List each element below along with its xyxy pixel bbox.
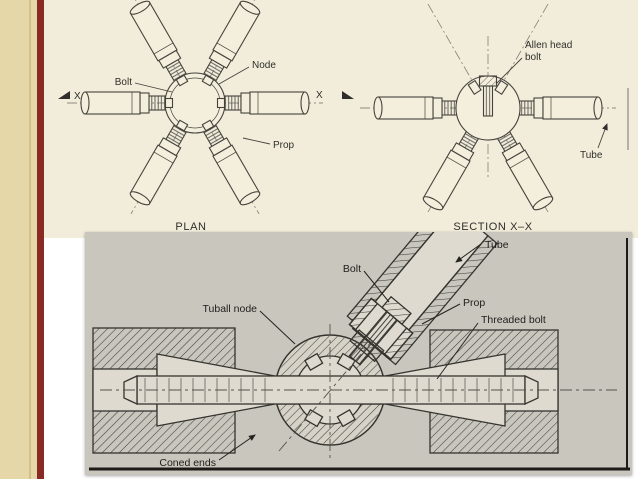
tuball-node-drawing: Tube Bolt Tuball node Prop Threaded bolt… <box>89 232 630 471</box>
detail-threaded-bolt-label: Threaded bolt <box>481 314 546 326</box>
plan-view <box>67 0 323 215</box>
plan-x-left-label: X <box>74 91 81 102</box>
detail-tube-label: Tube <box>485 239 509 251</box>
plan-node-circle <box>164 72 226 134</box>
plan-node-leader <box>218 66 250 85</box>
diagonal-tube-wall-left <box>346 232 456 325</box>
section-caption: SECTION X–X <box>453 221 532 233</box>
diagonal-bolt-head <box>381 295 412 326</box>
plan-node-label: Node <box>252 60 276 71</box>
diagonal-tube-wall-right <box>385 234 499 366</box>
tuball-node-photo: Tube Bolt Tuball node Prop Threaded bolt… <box>85 232 632 475</box>
detail-coned-ends-label: Coned ends <box>159 457 216 469</box>
plan-bolt-leader <box>134 82 173 93</box>
detail-tube-leader <box>455 243 482 263</box>
detail-tuball-label: Tuball node <box>203 303 258 315</box>
diagonal-tube-assembly <box>346 232 499 366</box>
detail-prop-leader <box>421 303 461 325</box>
prop-sleeve-wall-left <box>348 297 379 331</box>
detail-bolt-label: Bolt <box>343 263 361 275</box>
slide-maroon-bar <box>37 0 44 479</box>
plan-x-right-label: X <box>316 90 323 101</box>
plan-prop-leader <box>242 137 271 145</box>
accent-strip-line <box>29 0 31 479</box>
section-allen-bolt-shaft <box>482 85 494 117</box>
section-allen-label-line1: Allen head <box>525 40 572 51</box>
detail-threaded-bolt-leader <box>436 322 479 380</box>
section-allen-leader <box>495 57 523 85</box>
section-allen-bolt-head <box>478 75 498 87</box>
section-tube-label: Tube <box>580 150 603 161</box>
section-tube-leader <box>597 123 608 149</box>
detail-tuball-leader <box>259 310 296 345</box>
plan-x-left-flag-icon <box>58 91 70 99</box>
plan-section-drawing: Bolt Node X X Prop PLAN Allen head <box>58 0 629 233</box>
plan-section-panel: Bolt Node X X Prop PLAN Allen head <box>44 0 638 238</box>
plan-x-right-flag-icon <box>342 91 354 99</box>
slide-accent-strip <box>0 0 37 479</box>
detail-coned-ends-leader <box>218 434 256 461</box>
detail-prop-label: Prop <box>463 297 485 309</box>
plan-caption: PLAN <box>175 221 206 233</box>
section-allen-label-line2: bolt <box>525 52 541 63</box>
plan-bolt-label: Bolt <box>115 77 132 88</box>
detail-bolt-leader <box>363 270 390 303</box>
plan-prop-label: Prop <box>273 140 295 151</box>
prop-sleeve-wall-right <box>383 327 414 361</box>
section-view <box>360 3 616 213</box>
